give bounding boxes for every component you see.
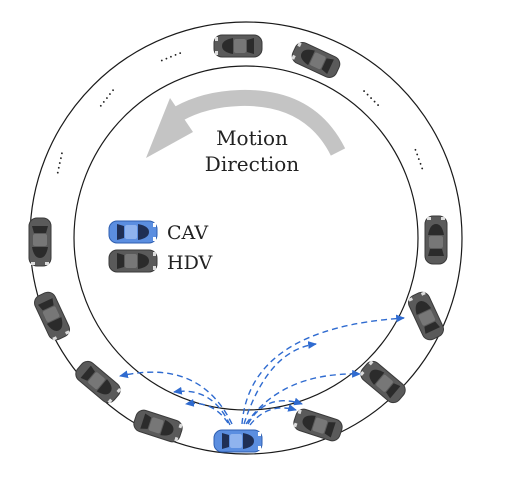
ellipsis-upper-right: ..... <box>359 82 388 111</box>
ellipsis-left: ..... <box>46 148 67 176</box>
ellipsis-upper-left: ..... <box>91 81 119 110</box>
hdv-car <box>405 289 447 343</box>
ellipsis-top-left: ..... <box>156 42 185 66</box>
communication-links <box>119 314 405 426</box>
cav-car <box>213 429 263 453</box>
hdv-legend-icon <box>108 249 158 273</box>
hdv-car <box>31 289 73 343</box>
hdv-legend-label: HDV <box>167 252 212 274</box>
hdv-car <box>72 357 124 407</box>
hdv-car <box>131 407 185 445</box>
cav-legend-label: CAV <box>167 222 208 244</box>
hdv-car <box>291 406 345 444</box>
motion-label-line1: Motion <box>216 126 288 150</box>
hdv-car <box>213 34 263 58</box>
inner-ring <box>73 65 419 411</box>
hdv-car <box>28 217 52 267</box>
motion-arrow-icon <box>146 89 346 158</box>
ellipsis-right: ..... <box>410 144 434 173</box>
legend: CAV HDV <box>108 220 212 274</box>
hdv-car <box>357 357 409 407</box>
hdv-car <box>424 215 448 265</box>
motion-label-line2: Direction <box>205 152 300 176</box>
cav-legend-icon <box>108 220 158 244</box>
